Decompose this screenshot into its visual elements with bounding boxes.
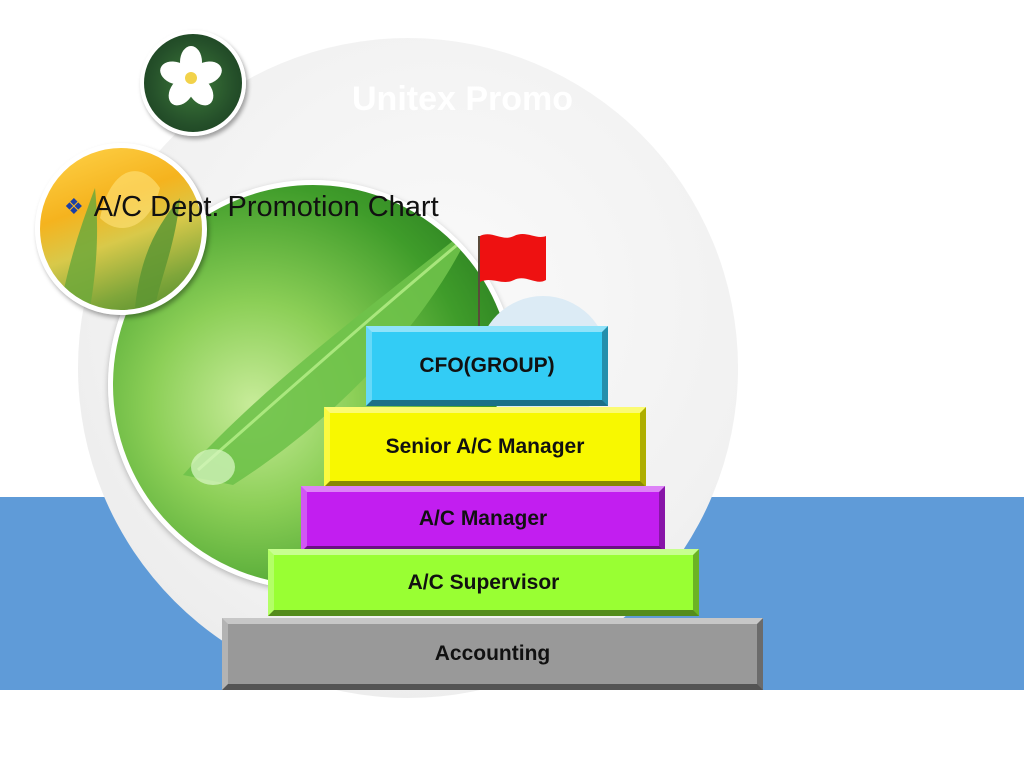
pyramid-tier-label: CFO(GROUP) <box>419 354 555 377</box>
pyramid-tier-label: A/C Supervisor <box>407 570 560 594</box>
slide-title: Unitex Promo <box>352 80 574 118</box>
bullet-text: A/C Dept. Promotion Chart <box>93 191 439 223</box>
pyramid-tier-label: A/C Manager <box>418 507 548 530</box>
pyramid-tier-label: Senior A/C Manager <box>385 435 585 458</box>
red-flag-icon <box>480 234 546 282</box>
leaf-illustration <box>183 225 473 485</box>
pyramid-tier: CFO(GROUP) <box>366 326 608 406</box>
flagpole <box>478 236 480 328</box>
diamond-bullet-icon: ❖ <box>64 194 84 219</box>
bullet-row: ❖ A/C Dept. Promotion Chart <box>64 187 439 227</box>
pyramid-tier: A/C Manager <box>301 486 665 552</box>
pyramid-tier: A/C Supervisor <box>268 549 699 616</box>
tulip-illustration <box>60 171 180 308</box>
flower-photo-circle <box>140 30 246 136</box>
pyramid-tier: Accounting <box>222 618 763 690</box>
flower-illustration <box>160 46 222 106</box>
pyramid-tier-label: Accounting <box>434 642 551 665</box>
pyramid-tier: Senior A/C Manager <box>324 407 646 487</box>
tulip-photo-circle <box>35 143 207 315</box>
